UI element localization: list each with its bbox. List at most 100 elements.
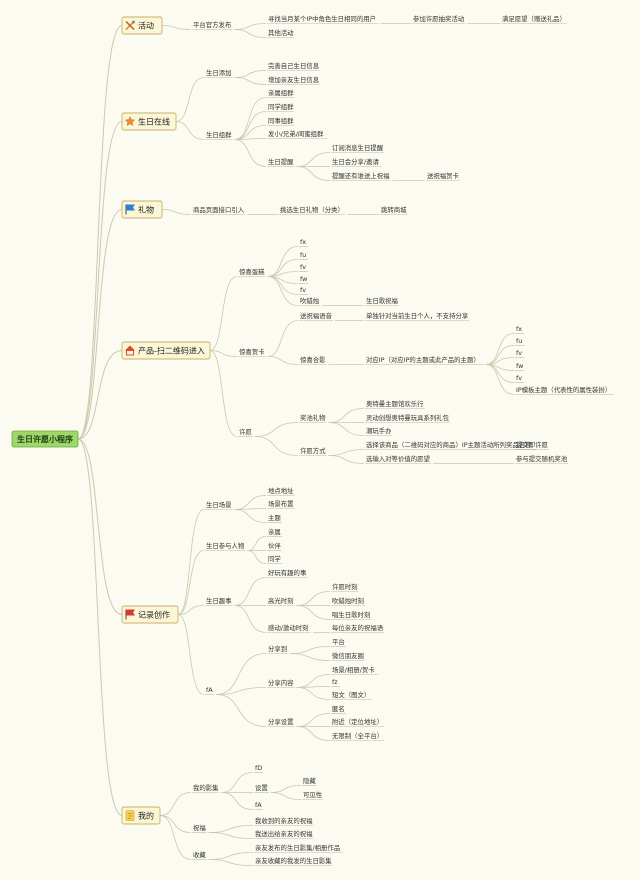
node-fu-23[interactable]: fu xyxy=(299,251,309,260)
node-68[interactable]: 平台 xyxy=(331,637,346,647)
node-43[interactable]: 灵动创想奥特曼玩具系列礼包 xyxy=(365,413,451,423)
node-49[interactable]: 参与提交随机奖池 xyxy=(515,454,569,464)
node-3[interactable]: 满足愿望（赠送礼品） xyxy=(501,14,567,24)
node-78[interactable]: 我的影集 xyxy=(192,783,220,793)
node-51[interactable]: 地点地址 xyxy=(267,486,295,496)
node-13[interactable]: 生日提醒 xyxy=(267,157,295,167)
node-64[interactable]: 感动/激动时刻 xyxy=(267,623,311,633)
node-57[interactable]: 同学 xyxy=(267,554,282,564)
node-74[interactable]: 分享设置 xyxy=(267,717,295,727)
node-17[interactable]: 送祝福贺卡 xyxy=(426,171,460,181)
node-0[interactable]: 平台官方发布 xyxy=(192,20,233,30)
node-69[interactable]: 微信朋友圈 xyxy=(331,651,365,661)
node-31[interactable]: 单独针对当前生日个人，不支持分享 xyxy=(365,311,470,321)
node-53[interactable]: 主题 xyxy=(267,513,282,523)
node-75[interactable]: 匿名 xyxy=(331,704,346,714)
node-8[interactable]: 生日组群 xyxy=(205,130,233,140)
branch-2[interactable]: 礼物 xyxy=(121,200,163,219)
node-48[interactable]: 选输入对等价值的愿望 xyxy=(365,454,431,464)
node-20[interactable]: 跳转商城 xyxy=(380,205,408,215)
branch-3[interactable]: 产品-扫二维码进入 xyxy=(121,341,211,360)
node-fv-36[interactable]: fv xyxy=(515,349,525,358)
node-85[interactable]: 我收到的亲友的祝福 xyxy=(254,816,314,826)
node-fa-83[interactable]: fA xyxy=(254,801,264,810)
node-15[interactable]: 生日会分享/邀请 xyxy=(331,157,382,167)
node-82[interactable]: 可见性 xyxy=(302,790,324,800)
node-65[interactable]: 每位亲友的祝福语 xyxy=(331,623,385,633)
node-fv-24[interactable]: fv xyxy=(299,263,309,272)
node-76[interactable]: 附近（定位地址） xyxy=(331,717,385,727)
node-fv-26[interactable]: fv xyxy=(299,286,309,295)
node-fv-38[interactable]: fv xyxy=(515,374,525,383)
node-61[interactable]: 许愿时刻 xyxy=(331,582,359,592)
node-55[interactable]: 亲属 xyxy=(267,527,282,537)
root-node[interactable]: 生日许愿小程序 xyxy=(11,430,79,448)
node-label: 主题 xyxy=(268,513,281,522)
node-59[interactable]: 好玩有趣的事 xyxy=(267,568,308,578)
node-47[interactable]: 提交即许愿 xyxy=(515,440,549,450)
node-29[interactable]: 惊喜贺卡 xyxy=(238,347,266,357)
node-89[interactable]: 亲友收藏的我发的生日影集 xyxy=(254,856,333,866)
node-73[interactable]: 短文（图文） xyxy=(331,690,372,700)
node-32[interactable]: 惊喜合影 xyxy=(299,355,327,365)
branch-4[interactable]: 记录创作 xyxy=(121,605,179,624)
node-28[interactable]: 生日歌祝福 xyxy=(365,296,399,306)
node-label: 微信朋友圈 xyxy=(332,651,364,660)
node-fw-25[interactable]: fw xyxy=(299,275,309,284)
node-14[interactable]: 订阅消息生日提醒 xyxy=(331,143,385,153)
node-88[interactable]: 亲友发布的生日影集/相册作品 xyxy=(254,843,343,853)
node-ip-ip-33[interactable]: 对应IP（对应IP的主题或此产品的主题） xyxy=(365,355,484,365)
branch-0[interactable]: 活动 xyxy=(121,16,163,35)
node-fz-72[interactable]: fz xyxy=(331,678,341,687)
node-54[interactable]: 生日参与人物 xyxy=(205,541,246,551)
node-50[interactable]: 生日场景 xyxy=(205,500,233,510)
node-7[interactable]: 增加亲友生日信息 xyxy=(267,75,321,85)
node-87[interactable]: 收藏 xyxy=(192,850,207,860)
node-70[interactable]: 分享内容 xyxy=(267,678,295,688)
node-fu-35[interactable]: fu xyxy=(515,337,525,346)
node-16[interactable]: 提醒还有谁送上祝福 xyxy=(331,171,391,181)
node-44[interactable]: 潮玩手办 xyxy=(365,426,393,436)
node-4[interactable]: 其他活动 xyxy=(267,28,295,38)
node-ip-46[interactable]: 选择该商品（二维码对应的商品）IP主题活动所列奖品名称 xyxy=(365,440,535,450)
node-5[interactable]: 生日添加 xyxy=(205,68,233,78)
branch-5[interactable]: 我的 xyxy=(121,806,161,825)
node-10[interactable]: 同学组群 xyxy=(267,102,295,112)
node-41[interactable]: 奖池礼物 xyxy=(299,413,327,423)
node-27[interactable]: 吹蜡烛 xyxy=(299,296,321,306)
node-fx-34[interactable]: fx xyxy=(515,325,525,334)
node-6[interactable]: 完善自己生日信息 xyxy=(267,61,321,71)
node-ip-39[interactable]: IP模板主题（代表性的属性装扮） xyxy=(515,385,614,395)
node-42[interactable]: 奥特曼主题馆欢乐行 xyxy=(365,399,425,409)
connector xyxy=(161,209,192,215)
node-2[interactable]: 参加许愿抽奖活动 xyxy=(412,14,466,24)
node-77[interactable]: 无限制（全平台） xyxy=(331,731,385,741)
node-62[interactable]: 吹蜡烛时刻 xyxy=(331,596,365,606)
node-fa-66[interactable]: fA xyxy=(205,686,215,695)
node-52[interactable]: 场景布置 xyxy=(267,499,295,509)
node-12[interactable]: 发小/兄弟/闺蜜组群 xyxy=(267,129,328,139)
node-60[interactable]: 高光时刻 xyxy=(267,596,295,606)
node-84[interactable]: 祝福 xyxy=(192,823,207,833)
node-40[interactable]: 许愿 xyxy=(238,427,253,437)
node-fw-37[interactable]: fw xyxy=(515,362,525,371)
node-fx-22[interactable]: fx xyxy=(299,238,309,247)
node-11[interactable]: 同事组群 xyxy=(267,116,295,126)
node-30[interactable]: 送祝福语音 xyxy=(299,311,333,321)
node-18[interactable]: 商品页面接口引入 xyxy=(192,205,246,215)
node-45[interactable]: 许愿方式 xyxy=(299,446,327,456)
node-63[interactable]: 唱生日歌时刻 xyxy=(331,610,372,620)
node-56[interactable]: 伙伴 xyxy=(267,541,282,551)
node-21[interactable]: 惊喜蛋糕 xyxy=(238,267,266,277)
node-fd-79[interactable]: fD xyxy=(254,764,264,773)
branch-1[interactable]: 生日在线 xyxy=(121,112,177,131)
node-81[interactable]: 隐藏 xyxy=(302,776,317,786)
node-ip-1[interactable]: 寻找当月某个IP中角色生日相同的用户 xyxy=(267,14,379,24)
node-67[interactable]: 分享到 xyxy=(267,644,289,654)
node-71[interactable]: 场景/相册/贺卡 xyxy=(331,665,379,675)
node-80[interactable]: 设置 xyxy=(254,783,269,793)
node-19[interactable]: 挑选生日礼物（分类） xyxy=(279,205,345,215)
node-9[interactable]: 亲属组群 xyxy=(267,88,295,98)
node-58[interactable]: 生日趣事 xyxy=(205,596,233,606)
node-86[interactable]: 我送出给亲友的祝福 xyxy=(254,829,314,839)
